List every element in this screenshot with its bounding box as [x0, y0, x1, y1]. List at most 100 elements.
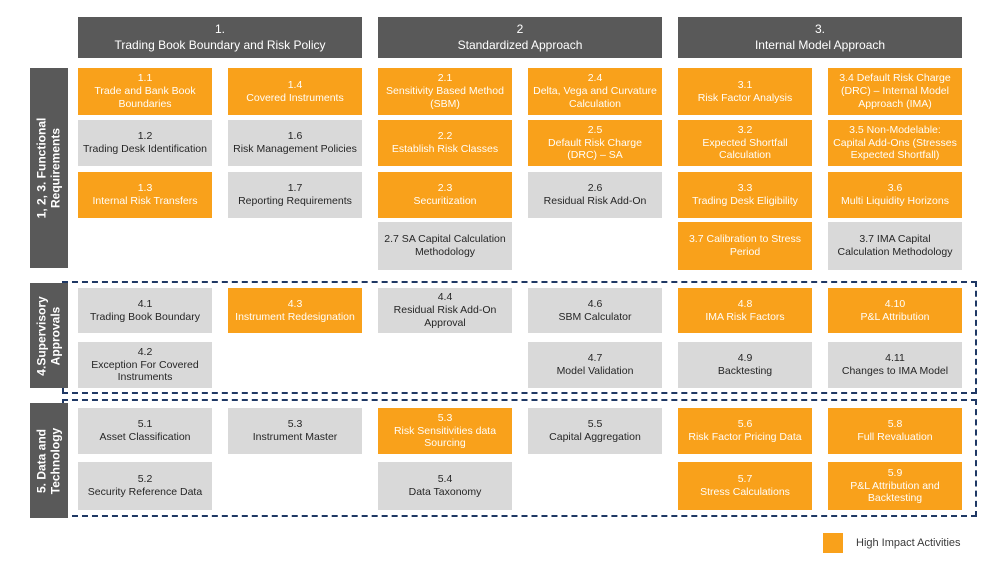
legend-label: High Impact Activities — [856, 537, 961, 549]
activity-title: Risk Sensitivities data Sourcing — [393, 424, 497, 450]
column-header-title: Standardized Approach — [457, 37, 583, 52]
activity-number: 1.4 — [287, 78, 303, 91]
activity-title: Reporting Requirements — [238, 195, 352, 207]
legend: High Impact Activities — [823, 533, 961, 553]
activity-number: 5.3 — [287, 418, 303, 431]
activity-number: 4.6 — [587, 297, 603, 310]
activity-title: IMA Risk Factors — [705, 310, 785, 323]
activity-title: Establish Risk Classes — [391, 143, 499, 155]
activity-number: 4.11 — [885, 352, 905, 365]
activity-number: 2.2 — [437, 130, 453, 143]
activity-title: Risk Management Policies — [233, 143, 357, 155]
activity-title: Instrument Master — [252, 431, 338, 443]
activity-number: 1.6 — [287, 130, 303, 143]
activity-number: 5.5 — [587, 418, 603, 431]
activity-title: Expected Shortfall Calculation — [702, 136, 788, 162]
activity-title: Trading Desk Eligibility — [692, 195, 798, 207]
activity-title: P&L Attribution and Backtesting — [850, 479, 940, 505]
activity-title: Default Risk Charge (DRC) – SA — [548, 136, 642, 162]
column-header-title: Trading Book Boundary and Risk Policy — [114, 37, 326, 52]
activity-title: Residual Risk Add-On — [543, 195, 647, 207]
activity-number: 5.7 — [737, 473, 753, 486]
activity-box-3-4: 3.4 Default Risk Charge (DRC) – Internal… — [828, 68, 962, 115]
activity-number: 4.7 — [587, 352, 603, 365]
activity-number: 2.4 — [587, 72, 603, 85]
activity-title: Backtesting — [717, 365, 773, 377]
activity-number: 3.2 — [737, 123, 753, 136]
activity-number: 3.6 — [887, 182, 903, 195]
column-header-3: 3.Internal Model Approach — [678, 17, 962, 58]
activity-title: Instrument Redesignation — [235, 310, 355, 323]
activity-number: 5.8 — [887, 418, 903, 431]
activity-title: Risk Factor Pricing Data — [688, 431, 802, 443]
activity-title: P&L Attribution — [860, 310, 930, 323]
activity-title: Security Reference Data — [87, 486, 203, 498]
activity-number: 5.3 — [437, 411, 453, 424]
activity-number: 1.3 — [137, 182, 153, 195]
activity-title: Data Taxonomy — [408, 486, 482, 498]
column-header-title: Internal Model Approach — [754, 37, 886, 52]
high-impact-swatch — [823, 533, 843, 553]
activity-title: Residual Risk Add-On Approval — [393, 304, 497, 329]
activity-title: Trading Book Boundary — [90, 310, 200, 323]
activity-box-3-5: 3.5 Non-Modelable: Capital Add-Ons (Stre… — [828, 120, 962, 166]
activity-number: 4.3 — [287, 297, 303, 310]
activity-title: Risk Factor Analysis — [697, 91, 793, 104]
activity-number: 1.7 — [287, 182, 303, 195]
column-header-1: 1.Trading Book Boundary and Risk Policy — [78, 17, 362, 58]
activity-title: Capital Aggregation — [549, 431, 641, 443]
activity-title: Exception For Covered Instruments — [91, 358, 199, 384]
activity-box-3-7: 3.7 IMA Capital Calculation Methodology — [828, 222, 962, 270]
column-header-number: 3. — [814, 21, 825, 36]
activity-title: Internal Risk Transfers — [92, 195, 198, 207]
column-header-number: 1. — [214, 21, 225, 36]
activity-title: Trading Desk Identification — [83, 143, 207, 155]
activity-number: 2.1 — [437, 72, 453, 85]
activity-number: 1.1 — [137, 72, 153, 85]
activity-number: 4.4 — [437, 291, 453, 304]
activity-title: Trade and Bank Book Boundaries — [94, 85, 196, 110]
activity-title: Stress Calculations — [700, 486, 790, 498]
activity-title: Multi Liquidity Horizons — [841, 195, 949, 207]
column-header-number: 2 — [516, 21, 524, 36]
activity-number: 3.3 — [737, 182, 753, 195]
activity-number: 3.1 — [737, 78, 753, 91]
activity-number: 2.3 — [437, 182, 453, 195]
activity-number: 5.9 — [887, 466, 903, 479]
activity-number: 4.10 — [884, 297, 906, 310]
activity-number: 2.6 — [587, 182, 603, 195]
activity-title: Securitization — [413, 195, 477, 207]
